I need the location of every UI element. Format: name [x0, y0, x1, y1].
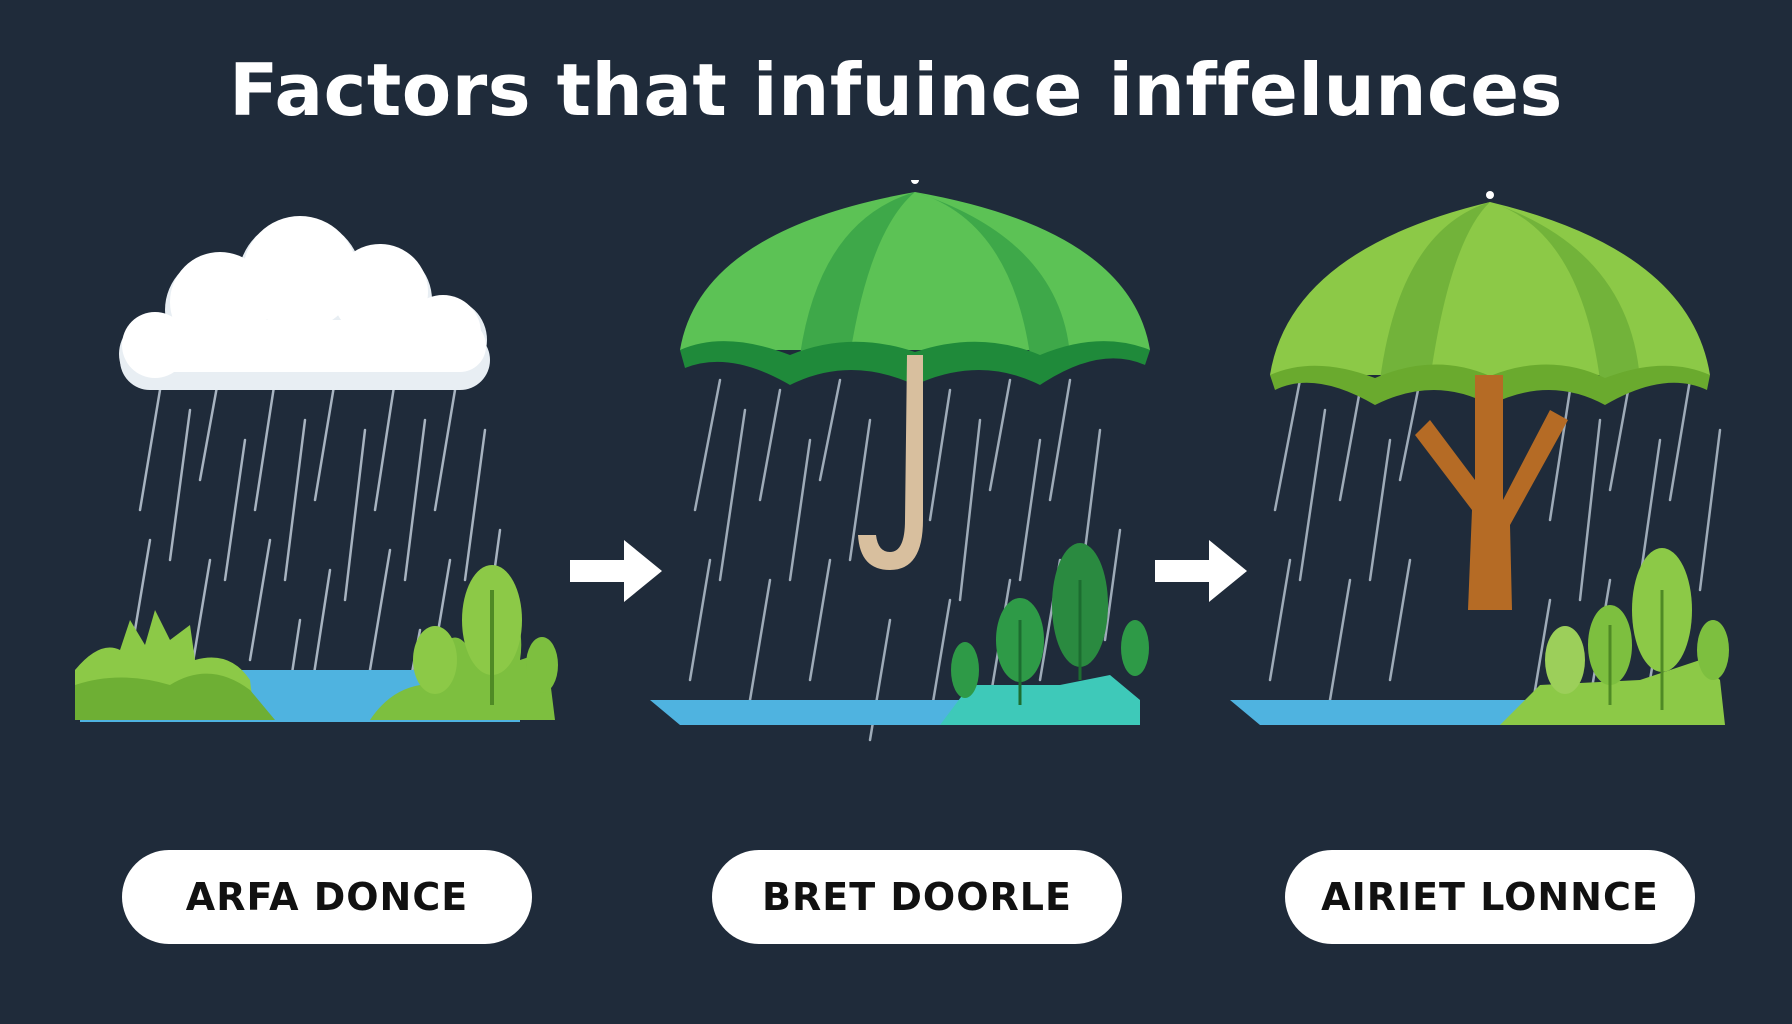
rain-cloud-icon — [75, 216, 558, 722]
label-panel-1: ARFA DONCE — [122, 850, 532, 944]
page-title: Factors that infuince inffelunces — [229, 48, 1563, 132]
panel-tree-umbrella — [1220, 180, 1740, 840]
arrow-right-icon — [570, 540, 662, 602]
arrow-right-icon — [1155, 540, 1247, 602]
panel-rain-cloud — [60, 180, 580, 840]
label-panel-3: AIRIET LONNCE — [1285, 850, 1695, 944]
tree-umbrella-icon — [1230, 191, 1729, 725]
panel-umbrella — [640, 180, 1160, 840]
umbrella-icon — [650, 180, 1150, 742]
label-panel-2: BRET DOORLE — [712, 850, 1122, 944]
